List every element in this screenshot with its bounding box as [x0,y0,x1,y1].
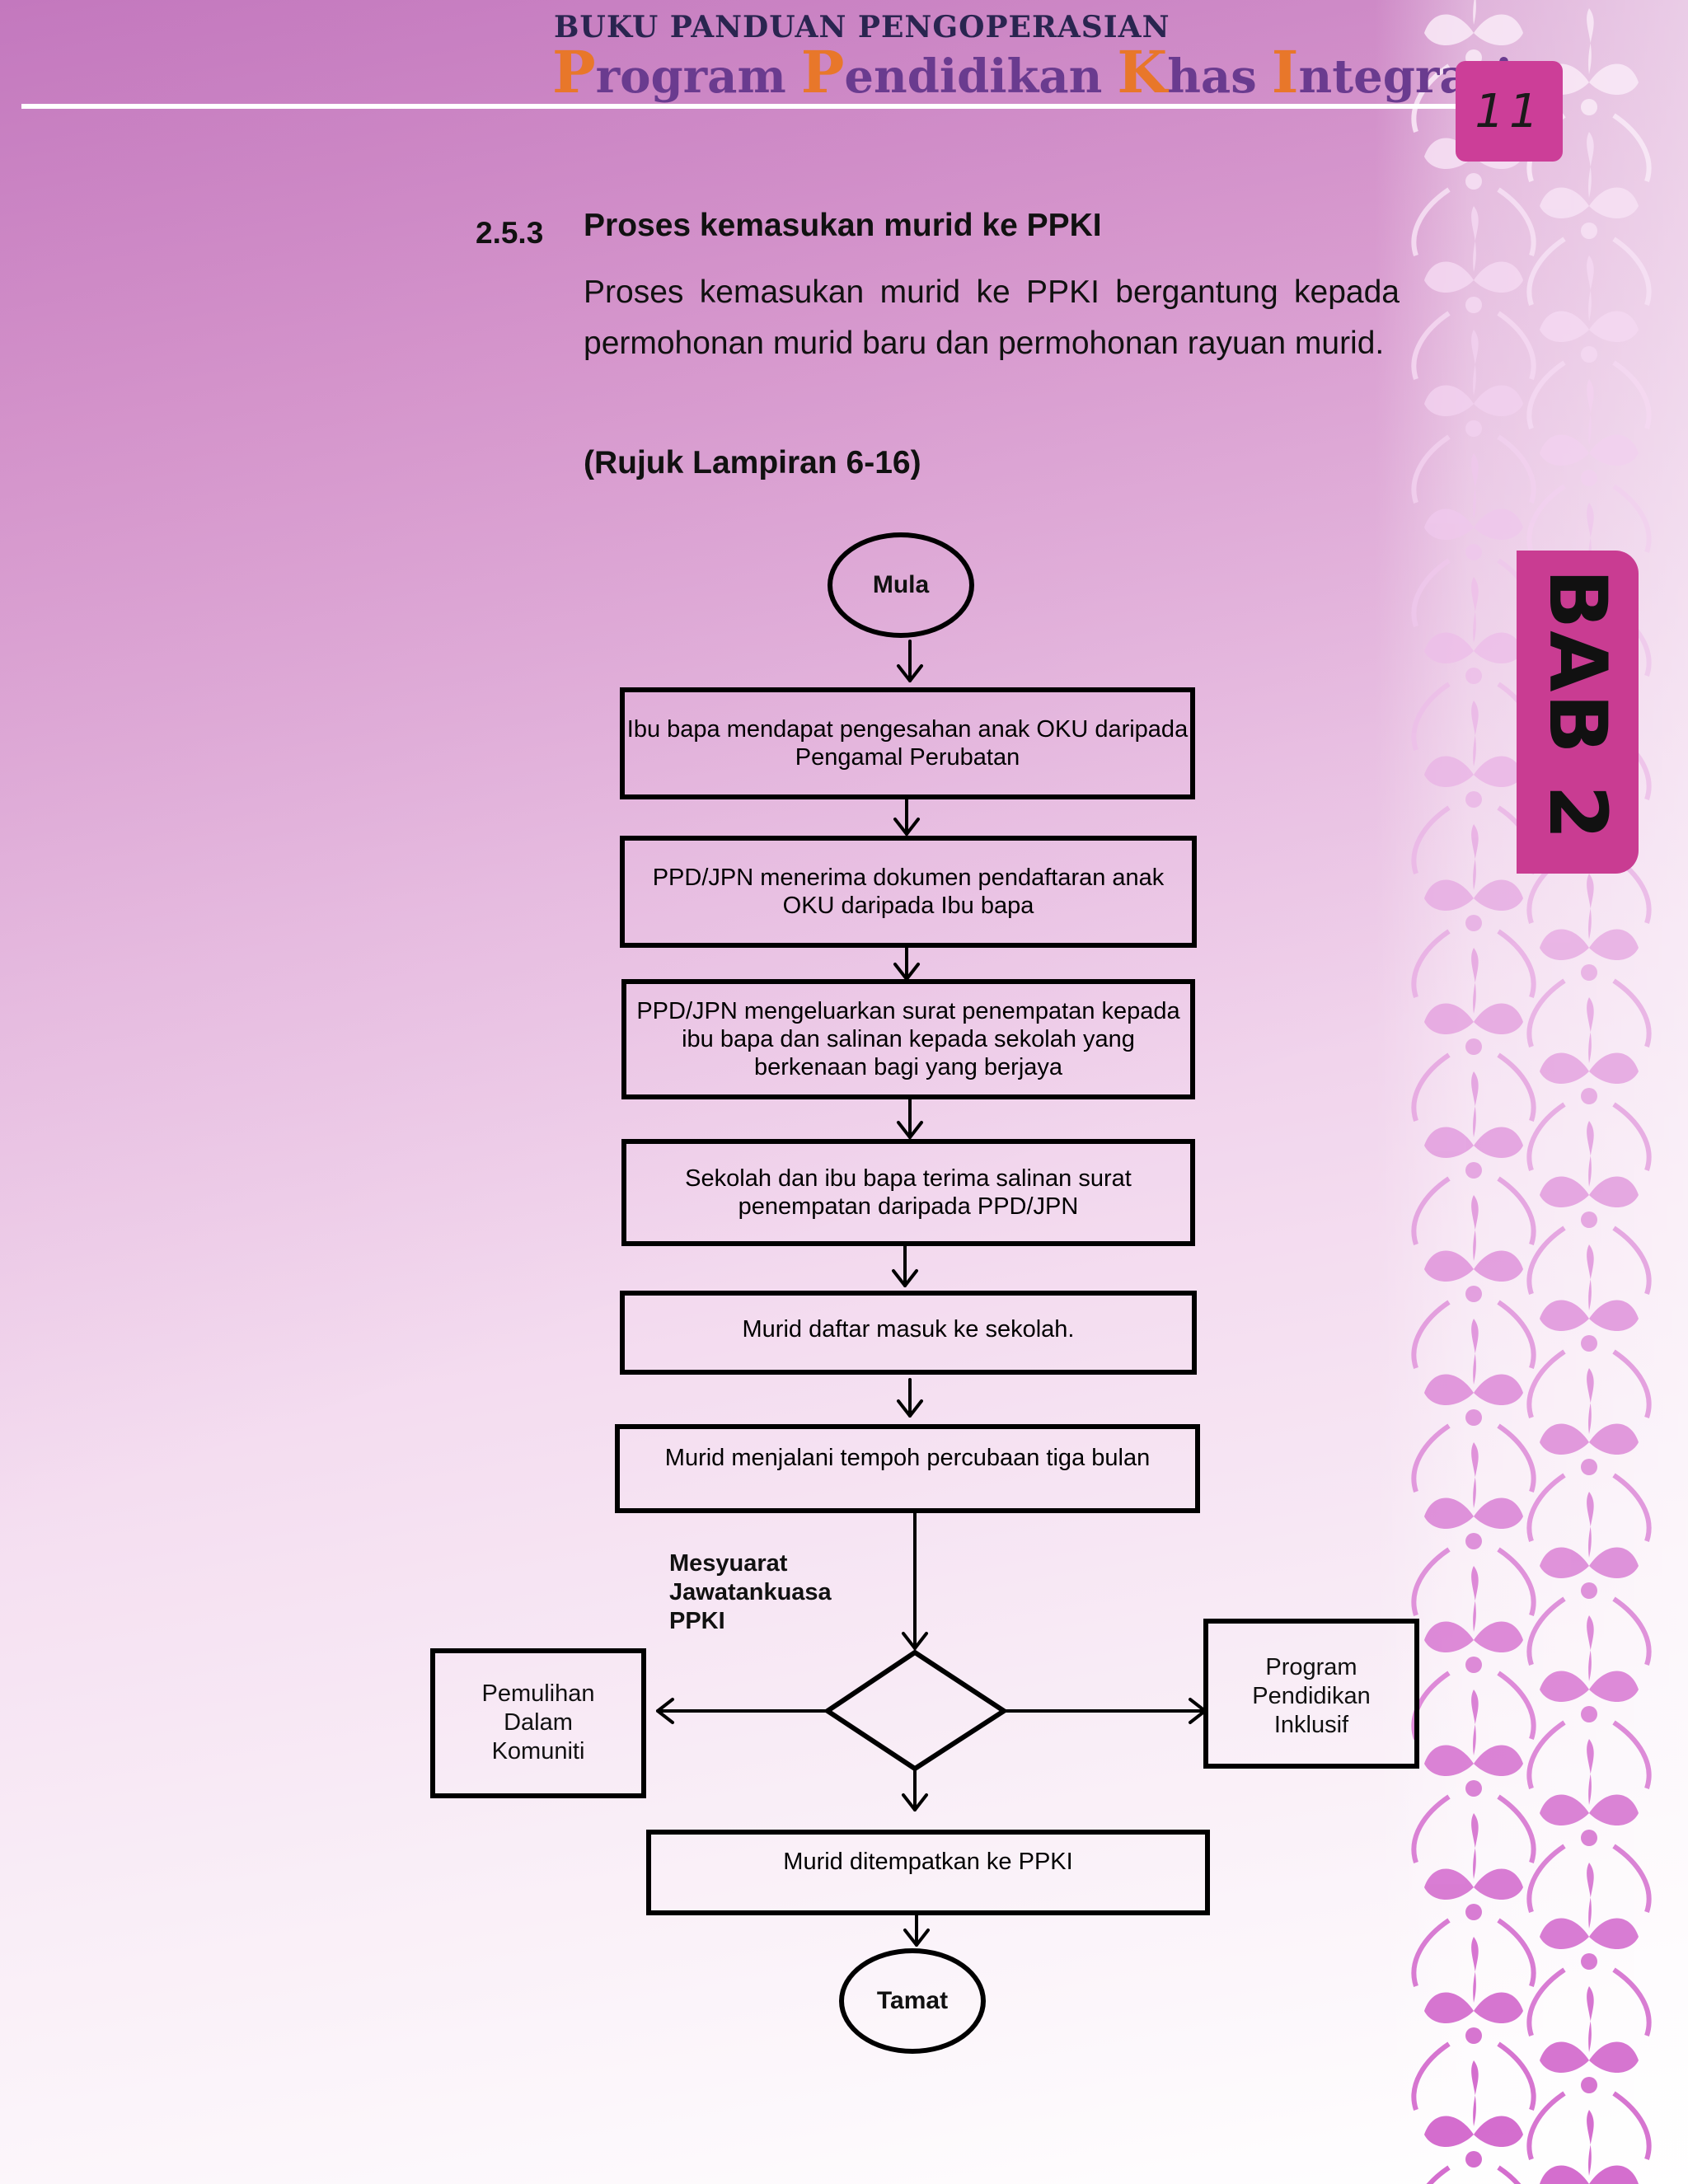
flowchart-step-2: PPD/JPN menerima dokumen pendaftaran ana… [620,836,1197,948]
program-title-word: Program [552,38,786,106]
program-title-capital: P [552,38,596,106]
decision-label-line: Mesyuarat [669,1550,788,1577]
program-title-word: Khas [1117,38,1257,106]
outcome-right-line: Program [1265,1654,1357,1680]
decision-diamond [823,1649,1009,1772]
header-divider [21,104,1456,109]
outcome-left-line: Komuniti [491,1738,585,1765]
flowchart-step-1: Ibu bapa mendapat pengesahan anak OKU da… [620,687,1195,799]
flowchart-placement: Murid ditempatkan ke PPKI [646,1830,1210,1915]
decision-label-line: Jawatankuasa [669,1579,832,1605]
outcome-left-box: Pemulihan Dalam Komuniti [430,1648,646,1798]
outcome-left-line: Pemulihan [481,1680,595,1707]
page-number: 11 [1456,61,1563,162]
flowchart-step-5: Murid daftar masuk ke sekolah. [620,1291,1197,1375]
manual-title: BUKU PANDUAN PENGOPERASIAN [554,10,1170,45]
program-title-capital: K [1117,38,1168,106]
outcome-right-line: Pendidikan [1252,1683,1371,1709]
flowchart-step-3: PPD/JPN mengeluarkan surat penempatan ke… [621,979,1195,1099]
program-title-word: Pendidikan [801,38,1103,106]
chapter-tab [1517,551,1639,874]
outcome-right-line: Inklusif [1273,1712,1349,1738]
section-title: Proses kemasukan murid ke PPKI [584,208,1102,243]
section-number: 2.5.3 [476,216,544,250]
flowchart-start: Mula [828,532,974,638]
flowchart-step-4: Sekolah dan ibu bapa terima salinan sura… [621,1139,1195,1246]
chapter-tab-label: BAB 2 [1531,569,1624,841]
outcome-right-box: Program Pendidikan Inklusif [1203,1619,1419,1769]
program-title-capital: P [800,38,845,106]
program-title-rest: endidikan [844,49,1103,104]
appendix-reference: (Rujuk Lampiran 6-16) [584,445,921,480]
outcome-left-line: Dalam [504,1709,573,1736]
floral-border-decoration [1375,0,1688,2184]
program-title-capital: I [1271,38,1299,106]
decision-label-line: PPKI [669,1608,725,1634]
program-title-rest: rogram [595,49,786,104]
flowchart-end: Tamat [839,1948,986,2054]
section-paragraph: Proses kemasukan murid ke PPKI bergantun… [584,274,1400,361]
program-title-rest: has [1167,49,1257,104]
flowchart-step-6: Murid menjalani tempoh percubaan tiga bu… [615,1424,1200,1513]
decision-label: Mesyuarat Jawatankuasa PPKI [669,1549,832,1636]
